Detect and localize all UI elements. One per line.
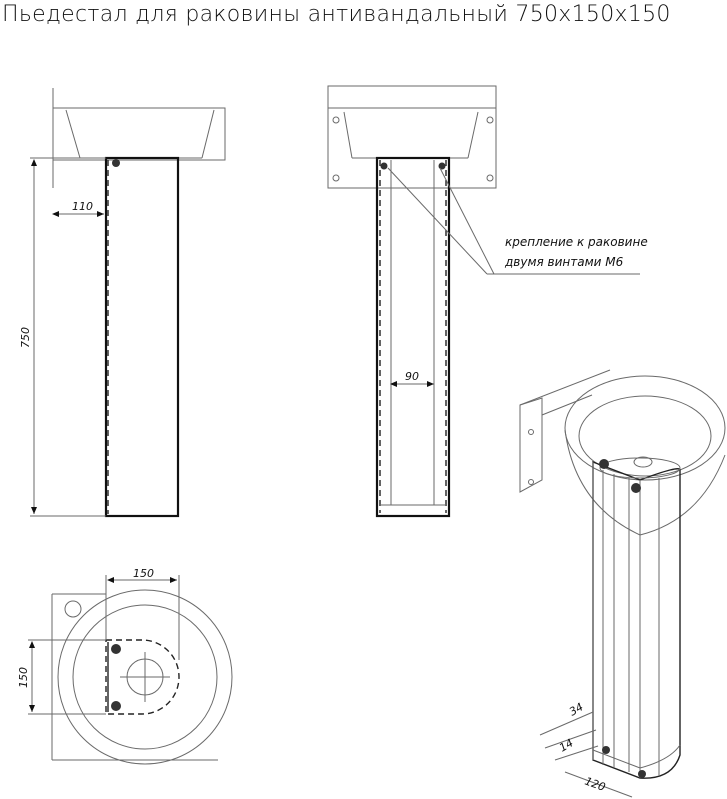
side-basin [52, 107, 226, 161]
side-view: 750 110 [19, 88, 226, 518]
front-view: крепление к раковине двумя винтами М6 90 [327, 85, 648, 518]
front-basin [327, 107, 497, 189]
basin-rim-inner [72, 604, 218, 750]
dim-110: 110 [72, 200, 93, 213]
dim-150-side: 150 [17, 667, 30, 688]
screw-icon [599, 459, 609, 469]
screw-icon [631, 483, 641, 493]
front-pedestal [375, 156, 451, 518]
drawing-title: Пьедестал для раковины антивандальный 75… [2, 2, 671, 27]
dim-14: 14 [557, 736, 576, 754]
screw-icon [602, 746, 610, 754]
dim-750: 750 [19, 327, 32, 348]
screw-icon [112, 159, 120, 167]
dim-150-top: 150 [133, 567, 154, 580]
dim-90: 90 [405, 370, 419, 383]
side-pedestal [104, 156, 180, 518]
iso-basin-rim [564, 375, 726, 481]
screw-icon [438, 162, 446, 170]
dim-34: 34 [567, 700, 586, 718]
iso-pedestal [592, 460, 681, 779]
screw-icon [111, 701, 121, 711]
top-view: 150 150 [17, 567, 233, 765]
isometric-view: 34 14 120 [519, 369, 726, 798]
mount-note-line1: крепление к раковине [505, 235, 648, 249]
screw-icon [380, 162, 388, 170]
dim-120: 120 [583, 775, 607, 794]
screw-icon [638, 770, 646, 778]
mount-note-line2: двумя винтами М6 [504, 255, 624, 269]
basin-rim-outer [57, 589, 233, 765]
screw-icon [111, 644, 121, 654]
